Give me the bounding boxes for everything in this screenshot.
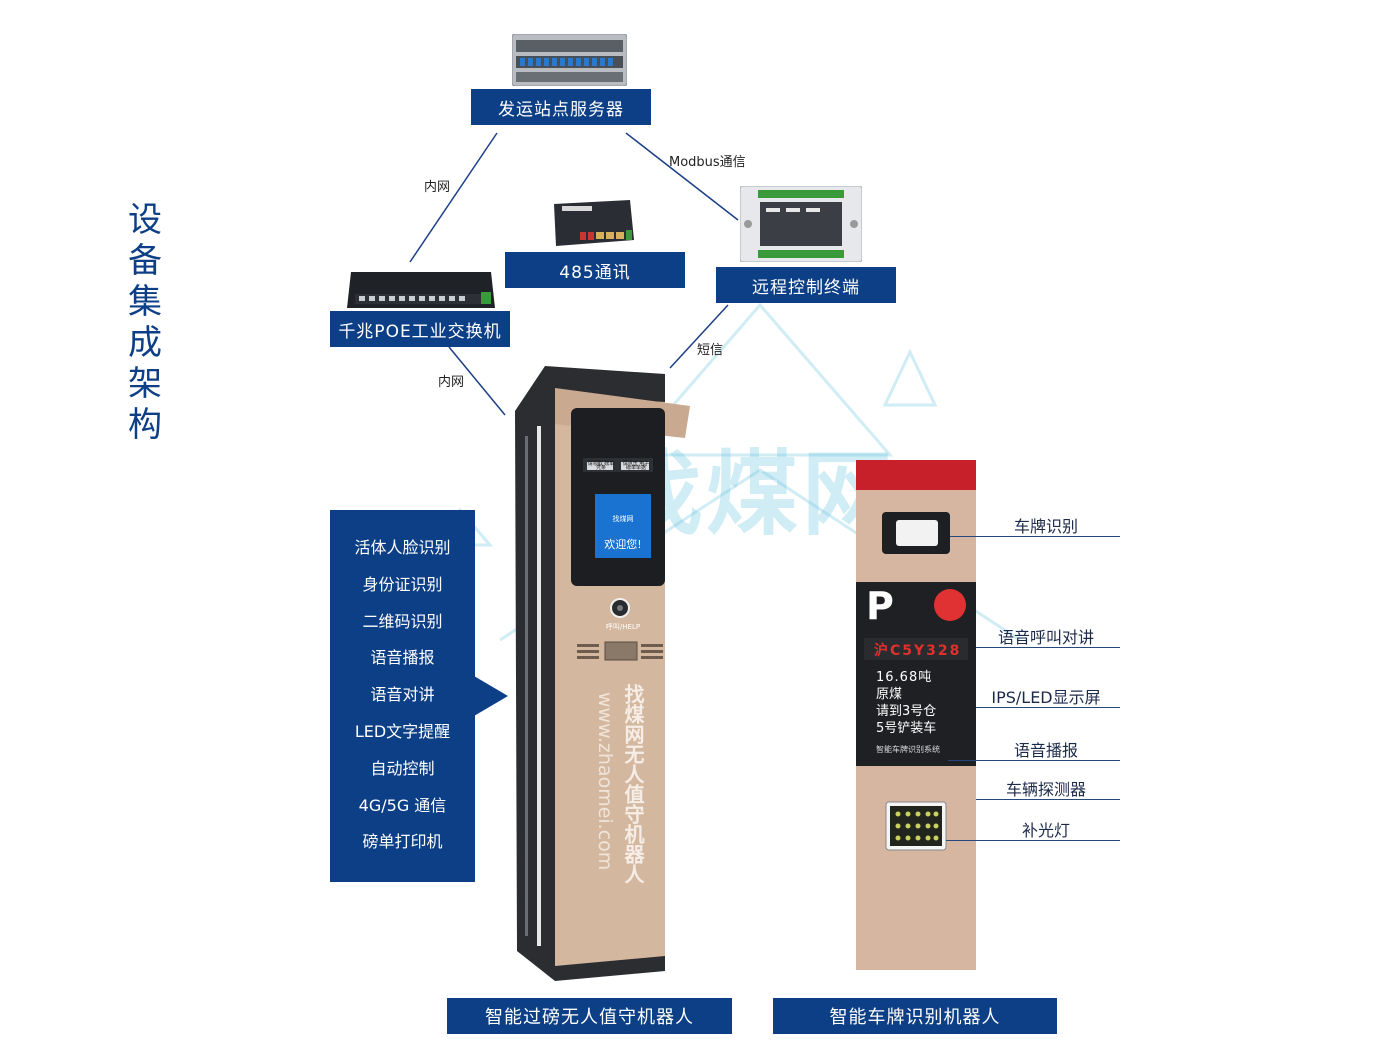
page-title-char: 集 [128,282,162,322]
link-label-sms: 短信 [697,343,724,358]
plate-robot-label: 智能车牌识别机器人 [773,998,1057,1034]
link-terminal-kiosk [669,304,729,369]
display-footer: 智能车牌识别系统 [876,745,940,754]
kiosk-vertical-url: www.zhaomei.com [594,692,616,871]
plate-feature-line-1 [976,647,1120,648]
page-title-char: 备 [128,241,162,281]
feature-arrow [474,676,508,716]
page-title: 设备集成架构 [124,200,166,446]
feature-item: 磅单打印机 [362,832,443,852]
weigh-robot-label: 智能过磅无人值守机器人 [447,998,732,1034]
server-label: 发运站点服务器 [471,89,651,125]
plate-feature-4: 车辆探测器 [1005,780,1086,799]
page-title-char: 设 [128,200,162,240]
feature-item: LED文字提醒 [354,721,451,741]
feature-item: 自动控制 [370,758,435,778]
plate-feature-0: 车牌识别 [1013,517,1078,536]
display-line-1: 原煤 [876,687,903,702]
poe-switch-device [345,270,497,310]
kiosk-help-label: 呼叫/HELP [605,623,641,631]
rs485-device [550,194,636,250]
plate-feature-line-2 [976,707,1120,708]
remote-terminal-device [739,185,863,263]
feature-item: 二维码识别 [362,611,443,631]
plate-feature-5: 补光灯 [1021,821,1070,840]
kiosk-btn-right[interactable]: 请点击 电子磅单单据 [622,461,650,471]
plate-feature-line-3 [948,760,1120,761]
plate-feature-3: 语音播报 [1013,741,1078,760]
rs485-label: 485通讯 [505,252,685,288]
feature-item: 身份证识别 [362,574,443,594]
link-server-switch [409,132,498,263]
link-label-intranet-top: 内网 [424,180,451,195]
kiosk-btn-left[interactable]: 请领取 磅单凭条 [587,461,615,471]
page-title-char: 成 [128,323,162,363]
kiosk-screen-welcome: 欢迎您! [604,538,642,551]
plate-feature-line-4 [976,799,1120,800]
display-line-3: 5号铲装车 [876,721,937,736]
display-plate: 沪C5Y328 [874,643,962,659]
display-line-0: 16.68吨 [876,670,933,685]
weigh-robot-kiosk: 请领取 磅单凭条 请点击 电子磅单单据 找煤网 欢迎您! 呼叫/HELP 找煤网… [515,366,690,981]
kiosk-vertical-brand: 找煤网无人值守机器人 [621,684,645,884]
plate-feature-2: IPS/LED显示屏 [991,688,1101,707]
link-label-intranet-bottom: 内网 [438,375,465,390]
plate-feature-1: 语音呼叫对讲 [997,628,1094,647]
display-p-sign: P [866,584,894,628]
plate-feature-line-5 [946,840,1120,841]
link-switch-kiosk [448,346,506,416]
poe-switch-label: 千兆POE工业交换机 [330,311,510,347]
server-device [511,33,628,87]
plate-feature-line-0 [950,536,1120,537]
feature-item: 4G/5G 通信 [358,795,447,815]
remote-terminal-label: 远程控制终端 [716,267,896,303]
link-label-modbus: Modbus通信 [669,155,746,170]
kiosk-screen-brand: 找煤网 [612,515,634,523]
feature-list-panel: 活体人脸识别身份证识别二维码识别语音播报语音对讲 LED文字提醒自动控制 4G/5G… [330,510,475,882]
link-server-terminal [625,132,739,221]
page-title-char: 构 [128,405,162,445]
feature-item: 活体人脸识别 [354,538,451,557]
plate-robot-post: P 沪C5Y328 16.68吨 原煤 请到3号仓 5号铲装车 智能车牌识别系统 [856,460,976,970]
feature-list: 活体人脸识别身份证识别二维码识别语音播报语音对讲 LED文字提醒自动控制 4G/5G… [330,510,475,861]
display-line-2: 请到3号仓 [876,704,937,719]
feature-item: 语音对讲 [370,685,435,705]
feature-item: 语音播报 [370,648,435,668]
page-title-char: 架 [128,364,162,404]
